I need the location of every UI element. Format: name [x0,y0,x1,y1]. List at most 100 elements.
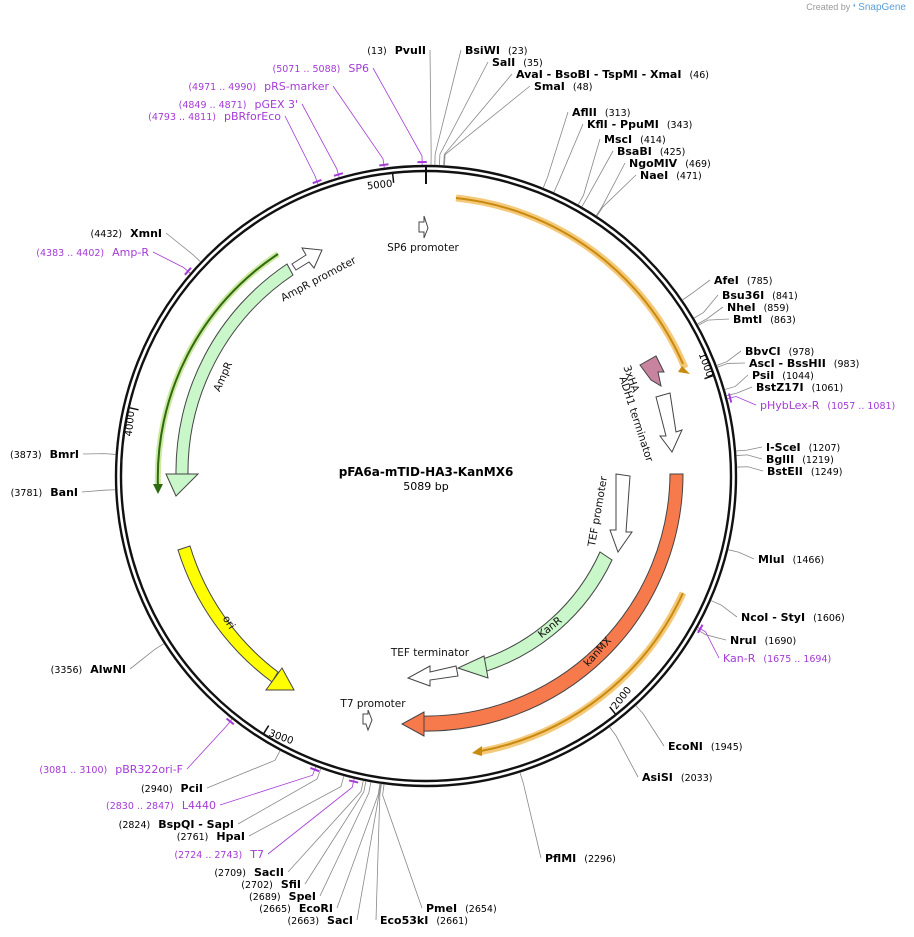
ruler-tick [263,725,270,734]
site-name: AsiSI [642,771,673,784]
site-leader [710,600,738,618]
site-position: (2824) [119,820,151,831]
site-leader [287,780,364,873]
primer-binding-mark [379,163,389,167]
site-label: BstEII(1249) [767,465,842,478]
site-position: (2689) [249,892,281,903]
site-leader [542,111,569,189]
site-label: AvaI - BsoBI - TspMI - XmaI(46) [516,68,709,81]
primer-binding-mark [225,717,235,726]
site-position: (3356) [51,665,83,676]
ampr-promoter-arrow [291,247,323,271]
snapgene-logo-icon: ❛ [852,2,856,12]
site-position: (425) [660,147,686,158]
site-name: BspQI [158,818,194,831]
site-label: PmeI(2654) [426,902,497,915]
mtid-arrow [455,197,684,365]
plasmid-name: pFA6a-mTID-HA3-KanMX6 [339,465,514,479]
site-position: (13) [367,46,387,57]
site-label: BsaBI(425) [617,145,685,158]
site-label: NaeI(471) [640,169,702,182]
features [153,194,690,756]
site-name: - XmaI [638,68,682,81]
site-leader [336,783,381,909]
site-leader [735,446,763,452]
site-label: (2702)SfiI [241,878,301,891]
site-name: - StyI [768,611,805,624]
ruler-tick [704,375,714,380]
primer-label: pHybLex-R(1057 .. 1081) [760,399,895,412]
site-label: BbvCI(978) [745,345,814,358]
site-name: I-SceI [766,441,801,454]
primer-label: (4971 .. 4990)pRS-marker [188,80,329,93]
site-leader [304,781,367,885]
primer-binding-mark [728,393,733,403]
ruler-tick [129,407,139,411]
primer-leader [152,251,191,274]
site-name: - SapI [194,818,234,831]
site-name: NheI [727,301,756,314]
site-leader [635,705,665,747]
primer-leader [301,103,340,178]
site-position: (2940) [141,784,173,795]
site-position: (1690) [765,636,797,647]
primer-name: SP6 [348,62,369,75]
site-name: NgoMIV [629,157,678,170]
site-position: (1249) [811,467,843,478]
site-name: - PpuMI [608,118,659,131]
ruler-tick-label: 4000 [124,411,138,437]
primer-leader [267,778,355,855]
primer-position: (1675 .. 1694) [763,654,831,665]
site-position: (1466) [793,555,825,566]
ruler-tick [391,173,395,183]
ruler-tick [609,706,616,715]
site-name: - BssHII [775,357,826,370]
site-name: AvaI [516,68,543,81]
primer-label: (2830 .. 2847)L4440 [106,799,216,812]
primer-position: (5071 .. 5088) [273,64,341,75]
site-name: - TspMI [590,68,638,81]
site-position: (1945) [711,742,743,753]
site-position: (2296) [584,854,616,865]
ampr-outer-arrowhead [153,484,163,494]
site-position: (35) [523,58,543,69]
site-label: Bsu36I(841) [722,289,798,302]
tef-terminator-label: TEF terminator [390,647,470,659]
site-label: (2940) PciI [141,782,203,795]
site-position: (2033) [681,773,713,784]
site-name: BstZ17I [756,381,804,394]
site-name: Bsu36I [722,289,764,302]
site-name: AscI [749,357,775,370]
ampr-body [175,263,294,477]
site-name: BsiWI [465,44,500,57]
snapgene-credit: Created by ❛ SnapGene [806,2,906,13]
site-label: BsiWI(23) [465,44,527,57]
site-leader [237,768,322,825]
site-position: (469) [685,159,711,170]
primer-label: (2724 .. 2743)T7 [174,848,264,861]
site-leader [716,350,742,366]
site-leader [736,466,764,472]
site-leader [382,784,423,909]
site-name: BmtI [733,313,762,326]
site-name: PciI [181,782,203,795]
site-position: (785) [747,276,773,287]
site-label: (2709)SacII [214,866,284,879]
site-leader [736,454,763,460]
tef-terminator-arrow [406,665,459,687]
site-position: (863) [770,315,796,326]
t7-promoter-label: T7 promoter [339,698,406,710]
primer-binding-mark [312,178,322,185]
site-name: PmeI [426,902,457,915]
site-label: NheI(859) [727,301,789,314]
site-leader [697,318,730,326]
site-label: (3781)BanI [11,486,78,499]
site-label: (2761)HpaI [177,830,245,843]
site-position: (313) [605,108,631,119]
site-label: PsiI(1044) [752,369,814,382]
sp6-promoter-arrow [418,215,429,239]
primer-position: (2830 .. 2847) [106,801,174,812]
site-name: BanI [50,486,78,499]
primer-leader [186,718,233,770]
site-position: (46) [689,70,709,81]
